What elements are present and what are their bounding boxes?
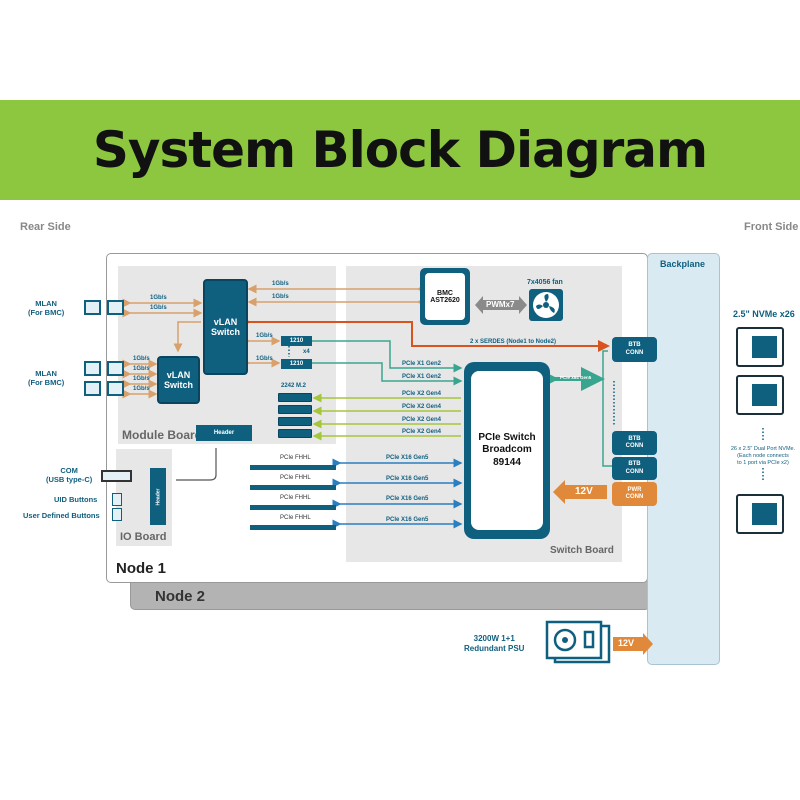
vlan-switch-main: vLAN Switch <box>203 279 248 375</box>
12v-arrow <box>553 480 607 504</box>
vlan-switch-small: vLAN Switch <box>157 356 200 404</box>
i210-count: x4 <box>303 349 310 355</box>
btb-bus <box>602 350 612 467</box>
fhhl-label: PCIe FHHL <box>280 515 311 521</box>
page-title: System Block Diagram <box>92 121 708 179</box>
nvme-drive-icon <box>736 375 784 415</box>
psu-icon <box>545 620 611 664</box>
nvme-note: 26 x 2.5" Dual Port NVMe. (Each node con… <box>730 446 796 467</box>
pcie-label: PCIe X1 Gen2 <box>402 374 442 380</box>
pcie-switch-chip: PCIe Switch Broadcom 89144 <box>464 362 550 539</box>
fan-icon <box>529 289 563 321</box>
pcie-x1-line-2 <box>312 362 463 386</box>
psu-12v-label: 12V <box>618 638 635 648</box>
ethernet-port-icon[interactable] <box>84 381 101 396</box>
pwm-label: PWMx7 <box>486 300 515 309</box>
link-label: 1Gb/s <box>150 305 167 311</box>
link-label: 1Gb/s <box>256 356 273 362</box>
pcie-label: PCIe X16 Gen5 <box>386 517 429 523</box>
m2-ssd-icon <box>278 417 312 426</box>
link-label: 1Gb/s <box>272 294 289 300</box>
ethernet-port-icon[interactable] <box>107 381 124 396</box>
link-label: 1Gb/s <box>133 386 150 392</box>
m2-ssd-icon <box>278 429 312 438</box>
i210-nic: 1210 <box>281 336 312 346</box>
m2-ssd-icon <box>278 393 312 402</box>
pcie-switch-label: PCIe Switch Broadcom 89144 <box>471 371 543 530</box>
ethernet-port-icon[interactable] <box>107 361 124 376</box>
link-label: 1Gb/s <box>256 333 273 339</box>
io-header: Header <box>150 468 166 525</box>
nvme-drive-icon <box>736 327 784 367</box>
backplane <box>647 253 720 665</box>
pwr-connector: PWR CONN <box>612 482 657 506</box>
fhhl-label: PCIe FHHL <box>280 475 311 481</box>
backplane-label: Backplane <box>660 259 706 269</box>
link-label: 1Gb/s <box>133 366 150 372</box>
ethernet-port-icon[interactable] <box>84 361 101 376</box>
mlan1-label: MLAN (For BMC) <box>28 299 65 317</box>
nvme-drive-icon <box>736 494 784 534</box>
fhhl-label: PCIe FHHL <box>280 455 311 461</box>
x64-label: PCIe x64 Gen5 <box>560 375 592 380</box>
psu-label: 3200W 1+1 Redundant PSU <box>464 634 525 653</box>
com-label: COM (USB type-C) <box>46 466 93 484</box>
user-button-icon[interactable] <box>112 508 122 521</box>
pcie-label: PCIe X16 Gen5 <box>386 455 429 461</box>
pcie-label: PCIe X1 Gen2 <box>402 361 442 367</box>
12v-label: 12V <box>575 486 593 497</box>
module-board-label: Module Board <box>122 428 202 442</box>
header-cable <box>176 448 217 481</box>
link-label: 1Gb/s <box>133 356 150 362</box>
m2-label: 2242 M.2 <box>281 383 307 389</box>
btb-connector: BTB CONN <box>612 337 657 362</box>
bmc-chip: BMC AST2620 <box>420 268 470 325</box>
btb-connector: BTB CONN <box>612 457 657 480</box>
node2-label: Node 2 <box>155 588 206 605</box>
pwm-arrow <box>475 296 527 314</box>
bmc-label: BMC AST2620 <box>425 273 465 320</box>
usb-c-port-icon[interactable] <box>101 470 132 482</box>
pcie-label: PCIe X2 Gen4 <box>402 417 442 423</box>
user-buttons-label: User Defined Buttons <box>23 511 100 520</box>
module-header: Header <box>196 425 252 441</box>
pcie-label: PCIe X2 Gen4 <box>402 391 442 397</box>
link-label: 1Gb/s <box>133 376 150 382</box>
front-side-label: Front Side <box>744 221 799 233</box>
pcie-x1-line-1 <box>312 340 463 373</box>
serdes-line <box>239 316 610 352</box>
mlan2-label: MLAN (For BMC) <box>28 369 65 387</box>
switch-board-label: Switch Board <box>550 545 614 556</box>
pcie-label: PCIe X2 Gen4 <box>402 404 442 410</box>
uid-label: UID Buttons <box>54 495 98 504</box>
fan-label: 7x4056 fan <box>527 279 563 286</box>
psu-12v-arrow <box>613 633 653 655</box>
ethernet-port-icon[interactable] <box>107 300 124 315</box>
node1-label: Node 1 <box>116 560 167 577</box>
m2-ssd-icon <box>278 405 312 414</box>
pcie-label: PCIe X2 Gen4 <box>402 429 442 435</box>
nvme-title: 2.5" NVMe x26 <box>733 309 795 319</box>
fhhl-label: PCIe FHHL <box>280 495 311 501</box>
uid-button-icon[interactable] <box>112 493 122 506</box>
link-label: 1Gb/s <box>150 295 167 301</box>
i210-nic: 1210 <box>281 359 312 369</box>
ethernet-port-icon[interactable] <box>84 300 101 315</box>
link-vlan-vlan <box>173 321 201 353</box>
pcie-label: PCIe X16 Gen5 <box>386 476 429 482</box>
btb-connector: BTB CONN <box>612 431 657 455</box>
fhhl-slots <box>250 465 336 530</box>
link-label: 1Gb/s <box>272 281 289 287</box>
serdes-label: 2 x SERDES (Node1 to Node2) <box>470 339 557 345</box>
title-banner: System Block Diagram <box>0 100 800 200</box>
pcie-label: PCIe X16 Gen5 <box>386 496 429 502</box>
io-board-label: IO Board <box>120 531 167 543</box>
rear-side-label: Rear Side <box>20 221 71 233</box>
